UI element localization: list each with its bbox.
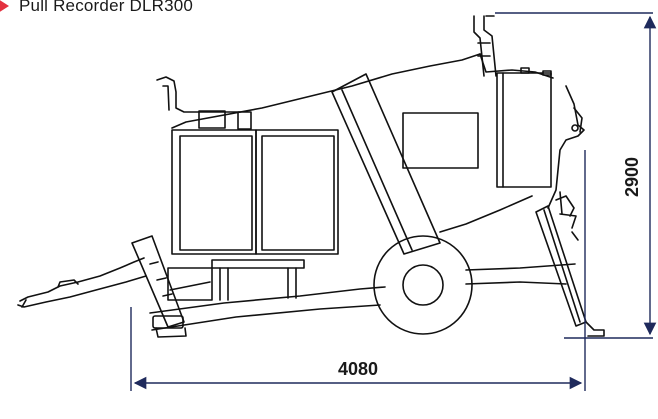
exhaust-pipe xyxy=(156,76,252,130)
access-window xyxy=(402,112,479,169)
step-platform xyxy=(167,259,305,301)
drawbar-hitch xyxy=(17,257,147,308)
rear-bracket xyxy=(571,107,583,133)
right-equipment-box xyxy=(496,67,552,188)
diagram-title: Pull Recorder DLR300 xyxy=(0,0,193,19)
length-dimension-label: 4080 xyxy=(338,359,378,379)
top-pipe xyxy=(473,15,497,77)
wheel xyxy=(373,235,473,335)
rear-strut xyxy=(535,191,605,337)
diagram-title-text: Pull Recorder DLR300 xyxy=(19,0,194,15)
middle-cabinet xyxy=(255,129,339,255)
front-support-stand xyxy=(131,235,187,338)
dimension-lines xyxy=(130,12,657,391)
left-cabinet xyxy=(171,129,257,255)
boom-tube xyxy=(331,73,441,255)
height-dimension-label: 2900 xyxy=(622,157,642,197)
title-arrow-icon xyxy=(0,0,9,13)
chassis-frame xyxy=(149,263,576,331)
